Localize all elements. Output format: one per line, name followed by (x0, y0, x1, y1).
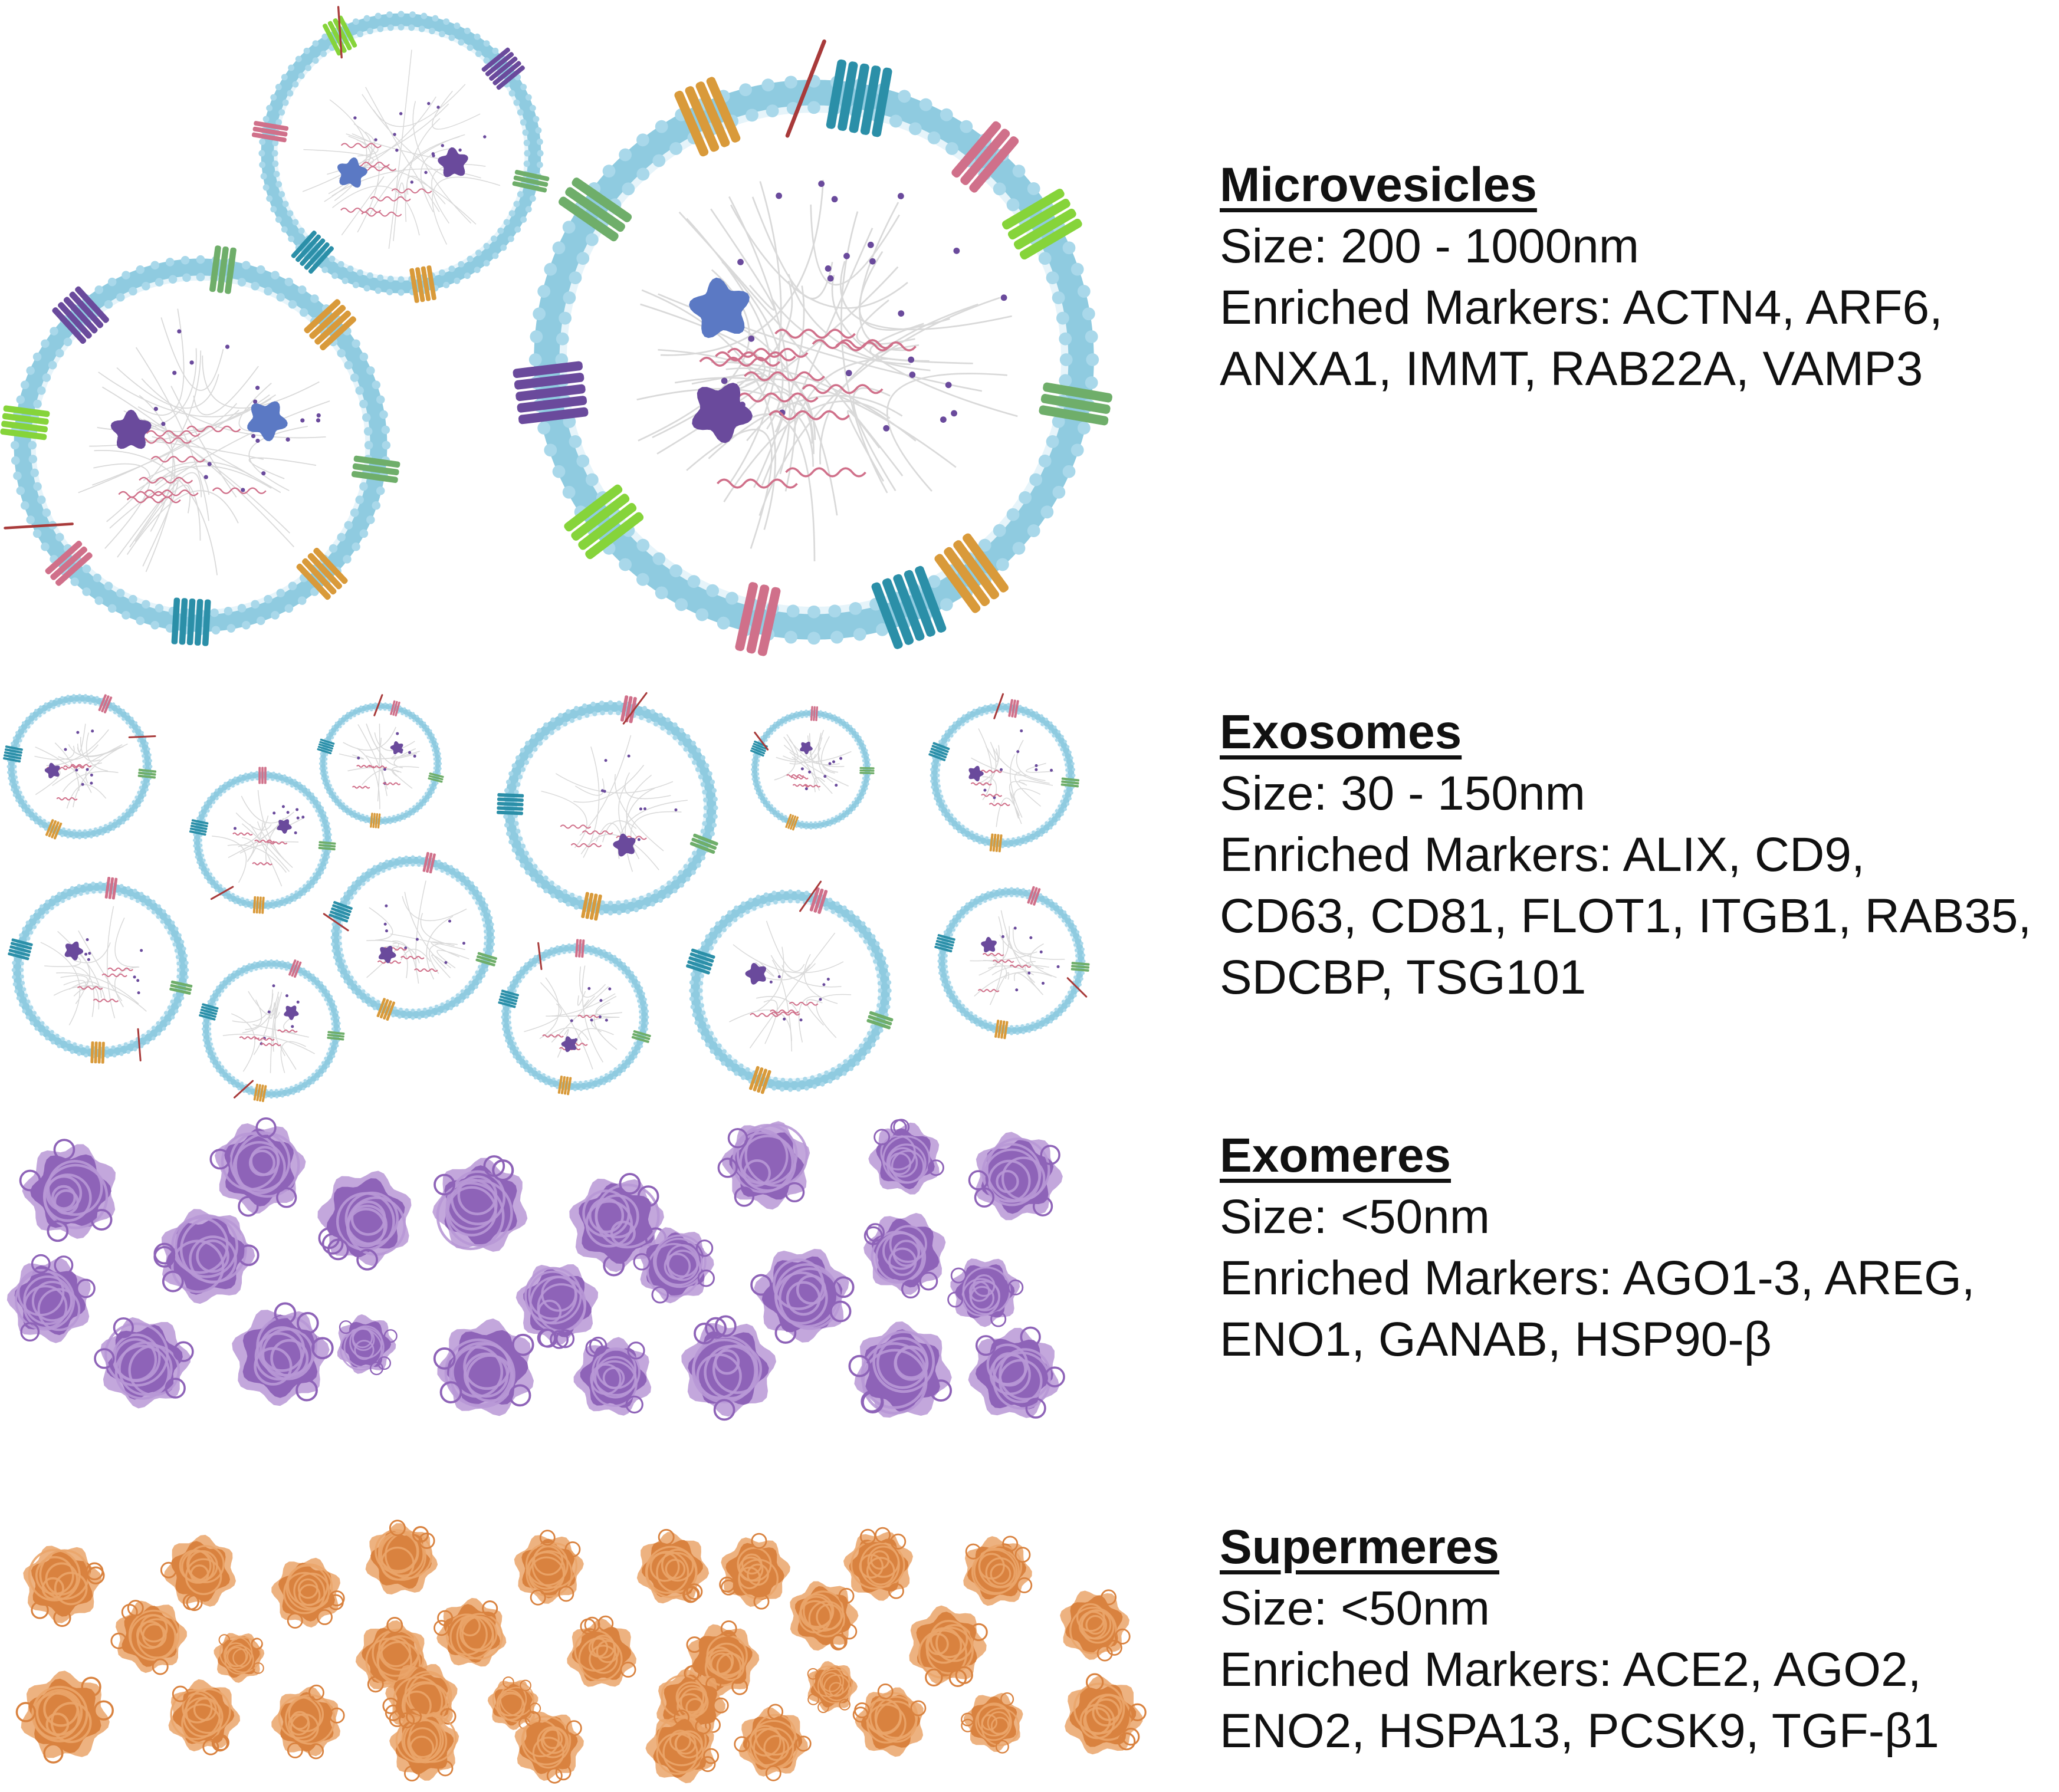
exomere-particle-icon (432, 1155, 528, 1252)
exomere-particle-icon (153, 1209, 260, 1304)
exosomes-label: Exosomes Size: 30 - 150nm Enriched Marke… (1220, 702, 2045, 1008)
supermere-particle-icon (961, 1692, 1023, 1754)
exosomes-title: Exosomes (1220, 705, 1462, 759)
supermeres-markers-line-1: Enriched Markers: ACE2, AGO2, (1220, 1643, 1922, 1696)
supermere-particle-icon (790, 1581, 859, 1651)
exomeres-group (6, 1117, 1065, 1421)
exomere-particle-icon (209, 1117, 306, 1217)
exosome-icon (686, 880, 894, 1094)
supermere-particle-icon (271, 1557, 345, 1629)
supermere-particle-icon (963, 1535, 1033, 1606)
microvesicle-icon (251, 6, 550, 303)
supermere-particle-icon (567, 1615, 636, 1687)
exosome-icon (497, 692, 718, 921)
exomere-particle-icon (232, 1302, 334, 1406)
supermere-particle-icon (719, 1533, 790, 1610)
microvesicles-markers-line-1: Enriched Markers: ACTN4, ARF6, (1220, 281, 1943, 334)
exosomes-markers-line-3: SDCBP, TSG101 (1220, 951, 1587, 1004)
exomere-particle-icon (633, 1227, 715, 1304)
exosome-icon (323, 851, 497, 1021)
supermere-particle-icon (15, 1671, 114, 1764)
supermere-particle-icon (514, 1711, 584, 1784)
exomere-particle-icon (717, 1121, 810, 1210)
exomere-particle-icon (848, 1321, 953, 1418)
exomere-particle-icon (750, 1248, 855, 1344)
exomere-particle-icon (868, 1119, 944, 1195)
exomere-particle-icon (19, 1139, 116, 1242)
microvesicles-title: Microvesicles (1220, 158, 1537, 212)
supermere-particle-icon (160, 1534, 236, 1612)
supermere-particle-icon (271, 1684, 345, 1760)
exomere-particle-icon (947, 1258, 1024, 1327)
microvesicle-icon (0, 245, 400, 646)
exosome-icon (317, 694, 444, 828)
supermere-particle-icon (807, 1661, 858, 1714)
supermere-particle-icon (168, 1679, 240, 1755)
supermere-particle-icon (110, 1600, 187, 1675)
microvesicles-label: Microvesicles Size: 200 - 1000nm Enriche… (1220, 154, 2045, 400)
supermeres-label: Supermeres Size: <50nm Enriched Markers:… (1220, 1517, 2045, 1762)
exosome-icon (199, 959, 345, 1103)
exomere-particle-icon (968, 1326, 1065, 1419)
microvesicles-size: Size: 200 - 1000nm (1220, 219, 1640, 273)
supermere-particle-icon (909, 1605, 988, 1687)
microvesicle-icon (513, 39, 1112, 656)
exosomes-group (3, 692, 1090, 1103)
supermere-particle-icon (365, 1520, 438, 1594)
supermeres-title: Supermeres (1220, 1520, 1500, 1574)
exomere-particle-icon (433, 1318, 534, 1416)
exosome-icon (928, 693, 1080, 853)
exomere-particle-icon (863, 1213, 946, 1299)
supermere-particle-icon (389, 1708, 459, 1782)
exomeres-title: Exomeres (1220, 1129, 1452, 1182)
exomere-particle-icon (317, 1170, 412, 1271)
microvesicles-group (0, 6, 1112, 656)
exomeres-label: Exomeres Size: <50nm Enriched Markers: A… (1220, 1125, 2045, 1370)
exomere-particle-icon (573, 1336, 652, 1416)
exosomes-markers-line-1: Enriched Markers: ALIX, CD9, (1220, 828, 1865, 882)
exomeres-markers-line-2: ENO1, GANAB, HSP90-β (1220, 1313, 1772, 1366)
supermeres-group (15, 1520, 1147, 1784)
microvesicles-markers-line-2: ANXA1, IMMT, RAB22A, VAMP3 (1220, 342, 1923, 396)
exomere-particle-icon (968, 1132, 1063, 1221)
exosome-icon (498, 939, 651, 1096)
exomeres-markers-line-1: Enriched Markers: AGO1-3, AREG, (1220, 1251, 1975, 1305)
supermere-particle-icon (734, 1704, 812, 1781)
supermere-particle-icon (852, 1684, 927, 1757)
exosome-icon (3, 693, 157, 840)
exosome-icon (189, 767, 336, 914)
exomeres-size: Size: <50nm (1220, 1190, 1490, 1244)
supermere-particle-icon (214, 1633, 265, 1683)
exomere-particle-icon (515, 1264, 599, 1349)
supermeres-size: Size: <50nm (1220, 1581, 1490, 1635)
exomere-particle-icon (337, 1314, 398, 1376)
exosome-icon (934, 886, 1090, 1040)
supermere-particle-icon (636, 1528, 710, 1604)
supermere-particle-icon (514, 1530, 584, 1606)
supermere-particle-icon (434, 1597, 507, 1667)
exosomes-size: Size: 30 - 150nm (1220, 767, 1585, 820)
supermere-particle-icon (23, 1546, 105, 1627)
exomere-particle-icon (6, 1254, 96, 1343)
exomere-particle-icon (94, 1317, 194, 1409)
exomere-particle-icon (681, 1315, 776, 1421)
exosome-icon (8, 876, 193, 1064)
supermere-particle-icon (645, 1709, 720, 1784)
supermeres-markers-line-2: ENO2, HSPA13, PCSK9, TGF-β1 (1220, 1704, 1939, 1758)
supermere-particle-icon (1060, 1589, 1131, 1662)
exosome-icon (750, 706, 875, 831)
exosomes-markers-line-2: CD63, CD81, FLOT1, ITGB1, RAB35, (1220, 889, 2032, 943)
supermere-particle-icon (843, 1527, 913, 1601)
supermere-particle-icon (1065, 1673, 1147, 1755)
